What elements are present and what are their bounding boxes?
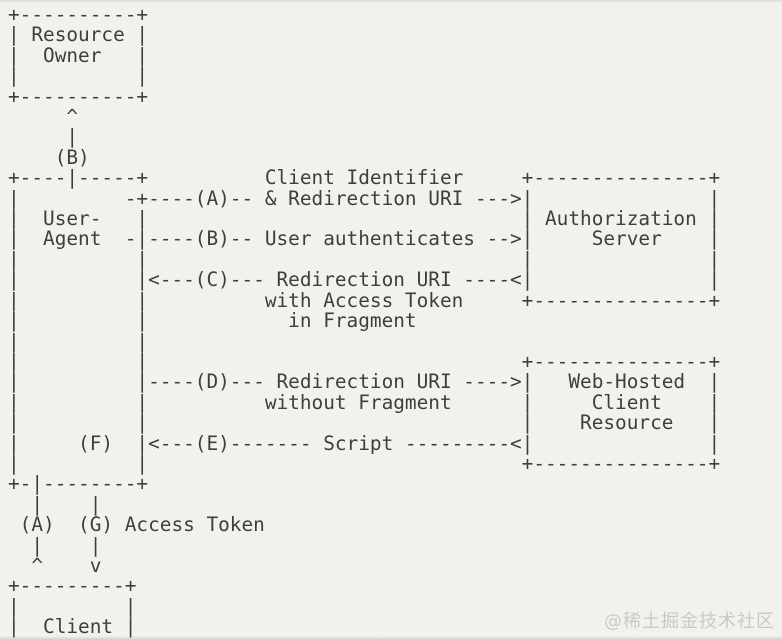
juejin-watermark: @稀土掘金技术社区 (604, 611, 775, 632)
oauth-implicit-grant-ascii-diagram: +----------+ | Resource | | Owner | | | … (8, 3, 721, 639)
bottom-edge-shade (0, 636, 782, 640)
top-edge-shade (0, 0, 782, 3)
